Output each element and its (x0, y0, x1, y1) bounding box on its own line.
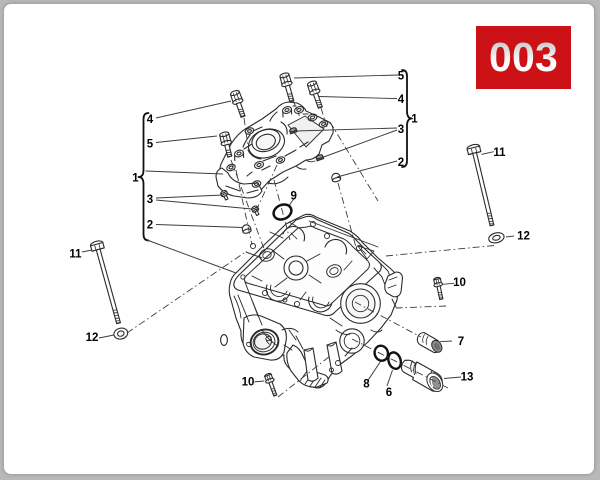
svg-text:12: 12 (517, 231, 530, 243)
svg-text:2: 2 (147, 220, 153, 232)
svg-text:10: 10 (453, 277, 466, 289)
svg-text:11: 11 (69, 249, 82, 261)
svg-text:10: 10 (242, 377, 255, 389)
svg-text:4: 4 (398, 94, 405, 106)
svg-text:6: 6 (386, 387, 392, 399)
svg-text:2: 2 (398, 157, 404, 169)
svg-text:9: 9 (290, 191, 296, 203)
svg-text:8: 8 (363, 379, 370, 391)
svg-text:4: 4 (147, 114, 154, 126)
svg-text:7: 7 (458, 336, 464, 348)
svg-text:3: 3 (147, 194, 153, 206)
svg-text:1: 1 (411, 114, 418, 126)
svg-text:5: 5 (147, 139, 154, 151)
svg-text:5: 5 (398, 71, 405, 83)
svg-text:12: 12 (86, 332, 99, 344)
svg-text:3: 3 (398, 124, 404, 136)
svg-text:11: 11 (493, 147, 506, 159)
svg-text:1: 1 (132, 173, 139, 185)
svg-text:13: 13 (461, 372, 474, 384)
